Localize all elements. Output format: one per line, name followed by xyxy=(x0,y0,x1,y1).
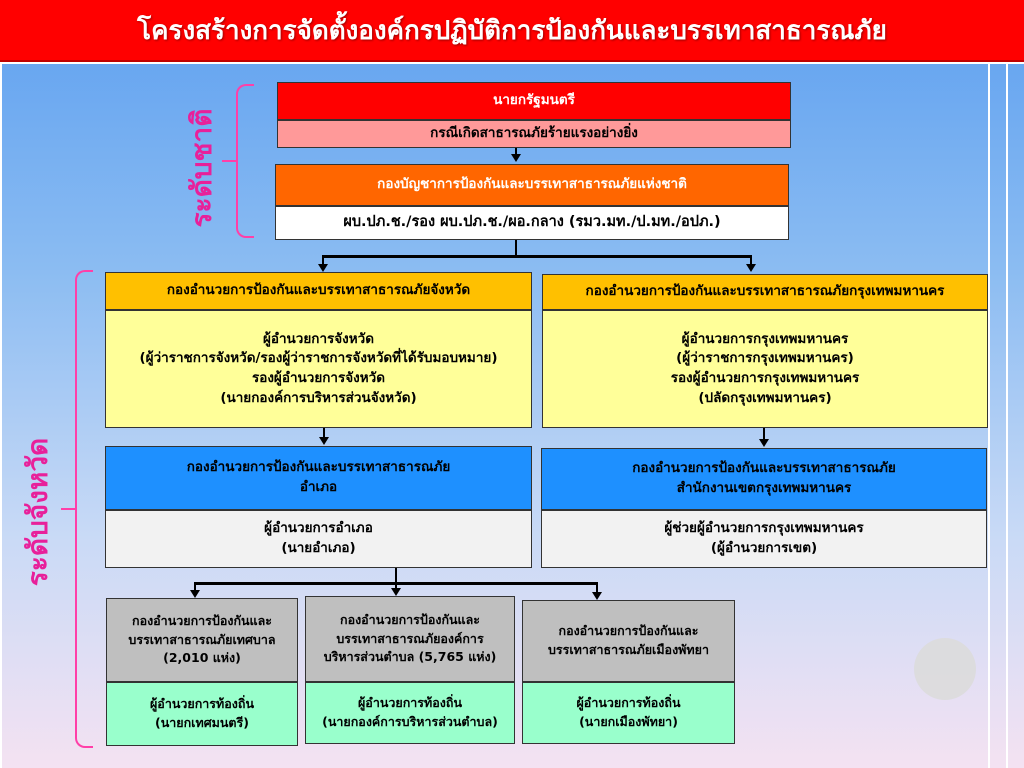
connector-pm-command xyxy=(515,148,517,156)
local-title-line: บรรเทาสาธารณภัยเทศบาล xyxy=(128,631,276,647)
connector-to-local-1 xyxy=(194,582,196,591)
connector-to-local-2 xyxy=(395,582,397,589)
arrow-to-bangkok xyxy=(746,264,756,272)
connector-district-down xyxy=(395,568,397,584)
arrow-to-local-3 xyxy=(592,592,602,600)
local-pattaya-header: กองอำนวยการป้องกันและ บรรเทาสาธารณภัยเมื… xyxy=(522,600,735,682)
local-tao-body: ผู้อำนวยการท้องถิ่น (นายกองค์การบริหารส่… xyxy=(305,682,515,744)
bkk-district-body: ผู้ช่วยผู้อำนวยการกรุงเทพมหานคร (ผู้อำนว… xyxy=(541,510,987,568)
national-level-label: ระดับชาติ xyxy=(185,108,218,228)
bangkok-title: กองอำนวยการป้องกันและบรรเทาสาธารณภัยกรุง… xyxy=(585,283,945,300)
local-title-line: (2,010 แห่ง) xyxy=(163,650,241,666)
province-line: รองผู้อำนวยการจังหวัด xyxy=(251,370,386,386)
bkk-district-line: (ผู้อำนวยการเขต) xyxy=(710,540,818,556)
arrow-to-local-1 xyxy=(190,590,200,598)
command-title: กองบัญชาการป้องกันและบรรเทาสาธารณภัยแห่ง… xyxy=(377,176,687,193)
local-line: ผู้อำนวยการท้องถิ่น xyxy=(357,695,462,711)
command-body: ผบ.ปภ.ช./รอง ผบ.ปภ.ช./ผอ.กลาง (รมว.มท./ป… xyxy=(275,206,789,240)
bangkok-line: (ปลัดกรุงเทพมหานคร) xyxy=(698,389,832,406)
bangkok-body: ผู้อำนวยการกรุงเทพมหานคร (ผู้ว่าราชการกร… xyxy=(542,310,988,428)
bkk-district-title-line: กองอำนวยการป้องกันและบรรเทาสาธารณภัย xyxy=(632,460,896,477)
province-body: ผู้อำนวยการจังหวัด (ผู้ว่าราชการจังหวัด/… xyxy=(105,310,532,428)
bangkok-line: (ผู้ว่าราชการกรุงเทพมหานคร) xyxy=(676,350,854,367)
bkk-district-header: กองอำนวยการป้องกันและบรรเทาสาธารณภัย สำน… xyxy=(541,448,987,510)
local-pattaya-body: ผู้อำนวยการท้องถิ่น (นายกเมืองพัทยา) xyxy=(522,682,735,744)
local-title-line: กองอำนวยการป้องกันและ xyxy=(340,611,480,627)
district-line: ผู้อำนวยการอำเภอ xyxy=(264,520,373,537)
district-header: กองอำนวยการป้องกันและบรรเทาสาธารณภัย อำเ… xyxy=(105,446,532,510)
district-title-line: อำเภอ xyxy=(299,479,338,495)
arrow-to-province xyxy=(318,264,328,272)
arrow-province-district xyxy=(319,437,329,445)
provincial-level-label: ระดับจังหวัด xyxy=(21,437,54,587)
pm-body: กรณีเกิดสาธารณภัยร้ายแรงอย่างยิ่ง xyxy=(277,120,791,148)
province-line: (ผู้ว่าราชการจังหวัด/รองผู้ว่าราชการจังห… xyxy=(139,350,498,367)
bangkok-line: รองผู้อำนวยการกรุงเทพมหานคร xyxy=(670,370,860,386)
arrow-pm-command xyxy=(511,154,521,162)
arrow-to-local-2 xyxy=(391,588,401,596)
connector-command-horizontal xyxy=(322,255,752,258)
decorative-circle xyxy=(914,638,976,700)
pm-header: นายกรัฐมนตรี xyxy=(277,82,791,120)
bangkok-header: กองอำนวยการป้องกันและบรรเทาสาธารณภัยกรุง… xyxy=(542,274,988,310)
bangkok-line: ผู้อำนวยการกรุงเทพมหานคร xyxy=(681,330,849,347)
provincial-level-bracket xyxy=(75,270,93,748)
connector-to-province xyxy=(322,255,324,265)
local-line: (นายกเทศมนตรี) xyxy=(155,715,249,730)
bkk-district-line: ผู้ช่วยผู้อำนวยการกรุงเทพมหานคร xyxy=(664,520,864,537)
local-title-line: บริหารส่วนตำบล (5,765 แห่ง) xyxy=(323,649,497,665)
local-title-line: กองอำนวยการป้องกันและ xyxy=(132,612,272,628)
connector-command-down xyxy=(515,240,517,256)
frame-line-right-2 xyxy=(1006,62,1008,768)
provincial-level-tick xyxy=(61,508,75,510)
connector-to-local-3 xyxy=(596,582,598,593)
province-line: ผู้อำนวยการจังหวัด xyxy=(262,330,375,347)
connector-province-district xyxy=(323,428,325,438)
connector-bangkok-district xyxy=(763,428,765,440)
frame-line-top xyxy=(0,62,1024,64)
district-title-line: กองอำนวยการป้องกันและบรรเทาสาธารณภัย xyxy=(186,459,451,476)
local-municipality-header: กองอำนวยการป้องกันและ บรรเทาสาธารณภัยเทศ… xyxy=(106,598,298,682)
province-header: กองอำนวยการป้องกันและบรรเทาสาธารณภัยจังห… xyxy=(105,272,532,310)
local-line: (นายกเมืองพัทยา) xyxy=(579,714,678,729)
local-title-line: กองอำนวยการป้องกันและ xyxy=(558,623,699,639)
local-title-line: บรรเทาสาธารณภัยเมืองพัทยา xyxy=(547,642,709,657)
local-line: ผู้อำนวยการท้องถิ่น xyxy=(576,695,681,711)
local-municipality-body: ผู้อำนวยการท้องถิ่น (นายกเทศมนตรี) xyxy=(106,682,298,746)
pm-subtitle: กรณีเกิดสาธารณภัยร้ายแรงอย่างยิ่ง xyxy=(430,125,638,142)
local-line: ผู้อำนวยการท้องถิ่น xyxy=(149,696,254,712)
national-level-tick xyxy=(222,160,236,162)
page-title: โครงสร้างการจัดตั้งองค์กรปฏิบัติการป้องก… xyxy=(0,0,1024,62)
local-title-line: บรรเทาสาธารณภัยองค์การ xyxy=(336,630,484,646)
pm-title: นายกรัฐมนตรี xyxy=(493,92,575,109)
arrow-bangkok-district xyxy=(759,439,769,447)
province-title: กองอำนวยการป้องกันและบรรเทาสาธารณภัยจังห… xyxy=(166,282,471,299)
command-header: กองบัญชาการป้องกันและบรรเทาสาธารณภัยแห่ง… xyxy=(275,164,789,206)
connector-to-bangkok xyxy=(750,255,752,265)
province-line: (นายกองค์การบริหารส่วนจังหวัด) xyxy=(220,389,417,406)
bkk-district-title-line: สำนักงานเขตกรุงเทพมหานคร xyxy=(676,480,852,496)
frame-line-left xyxy=(0,62,2,768)
national-level-bracket xyxy=(236,84,254,238)
command-subtitle: ผบ.ปภ.ช./รอง ผบ.ปภ.ช./ผอ.กลาง (รมว.มท./ป… xyxy=(343,214,721,231)
frame-line-right-1 xyxy=(988,62,990,768)
district-line: (นายอำเภอ) xyxy=(281,540,356,556)
district-body: ผู้อำนวยการอำเภอ (นายอำเภอ) xyxy=(105,510,532,568)
local-tao-header: กองอำนวยการป้องกันและ บรรเทาสาธารณภัยองค… xyxy=(305,596,515,682)
local-line: (นายกองค์การบริหารส่วนตำบล) xyxy=(322,714,498,729)
